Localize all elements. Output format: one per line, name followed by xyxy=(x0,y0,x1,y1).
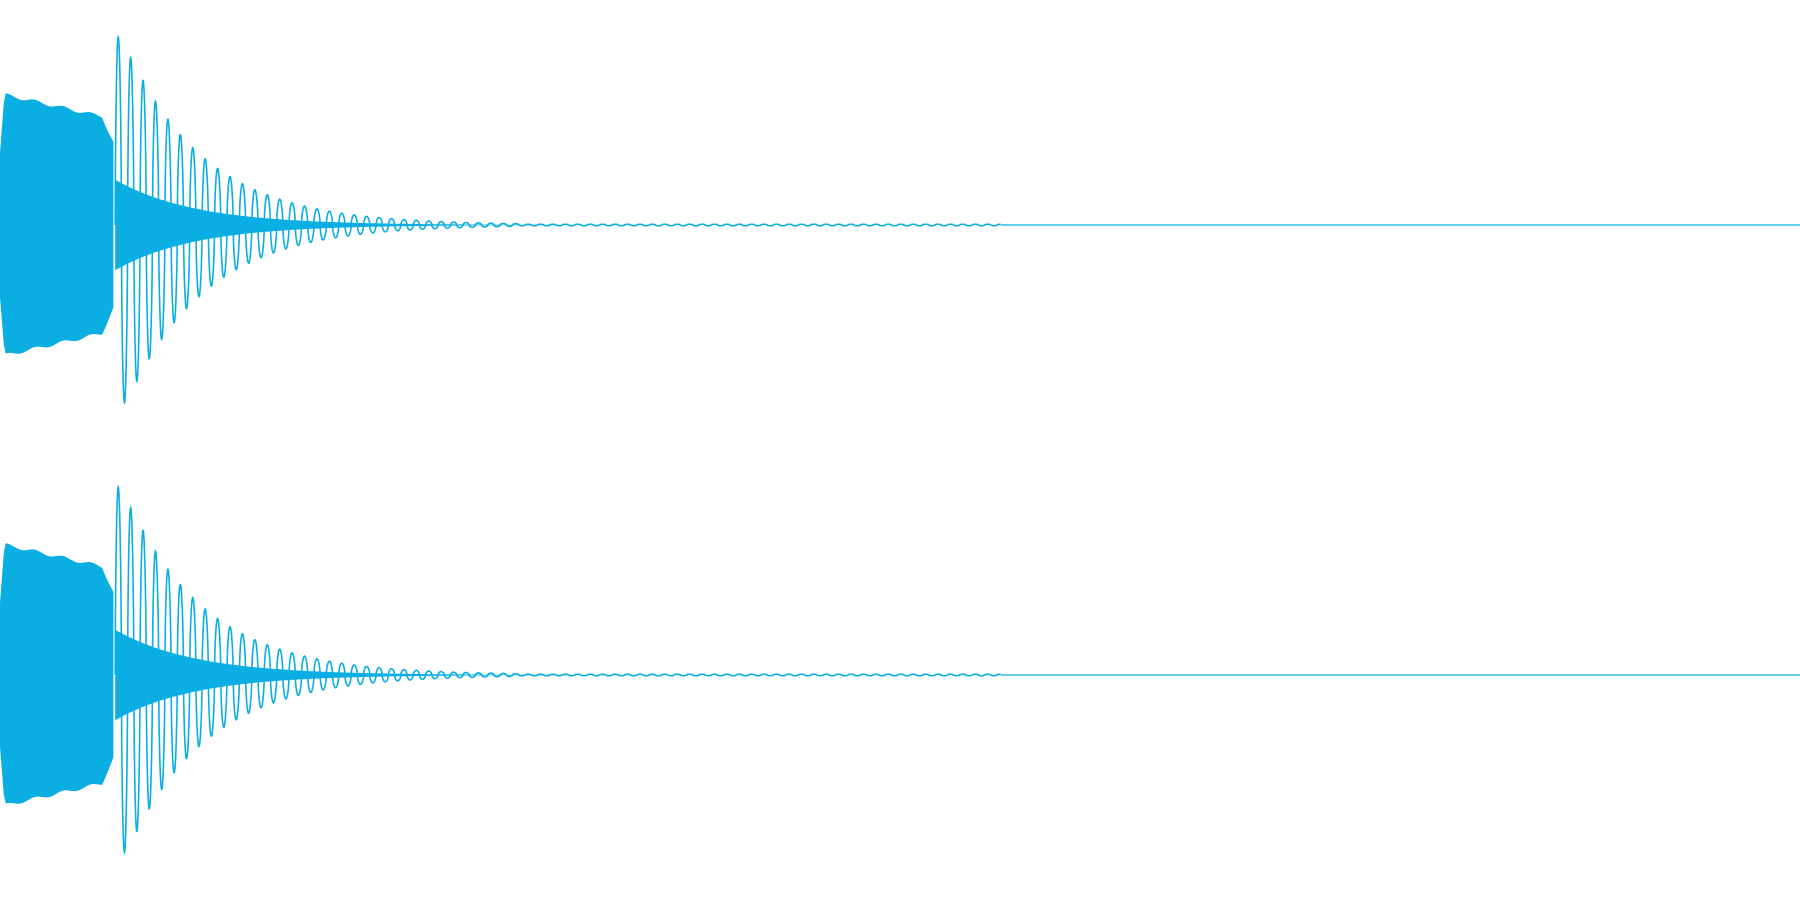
channel-2-decay-tone xyxy=(114,484,1001,856)
channel-2-decay-core xyxy=(115,629,1000,721)
channel-2-waveform xyxy=(0,484,1800,856)
channel-1-attack-block xyxy=(0,93,114,354)
channel-1-waveform xyxy=(0,34,1800,406)
channel-1-decay-core xyxy=(115,179,1000,271)
channel-2-attack-block xyxy=(0,543,114,804)
channel-1-decay-tone xyxy=(114,34,1001,406)
